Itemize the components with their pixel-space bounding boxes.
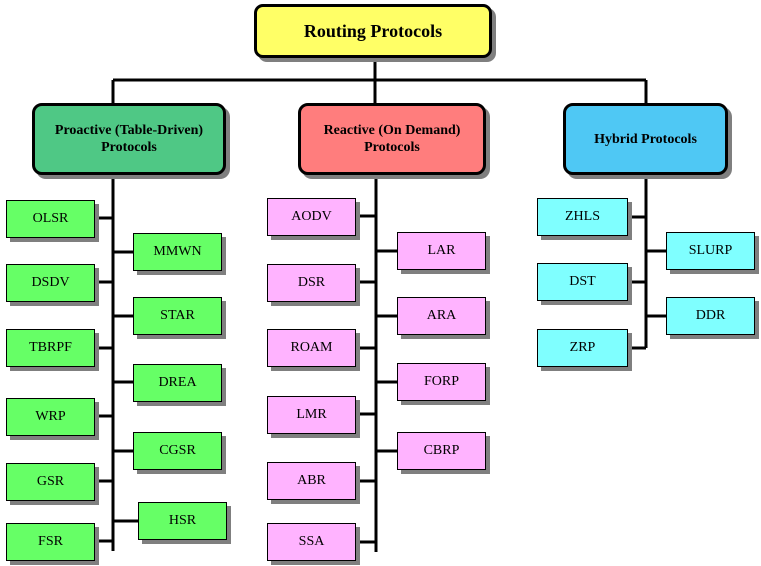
category-reactive[interactable]: Reactive (On Demand) Protocols	[298, 103, 486, 175]
protocol-hsr[interactable]: HSR	[138, 502, 227, 540]
protocol-dsr[interactable]: DSR	[267, 264, 356, 302]
protocol-aodv[interactable]: AODV	[267, 198, 356, 236]
protocol-dst[interactable]: DST	[537, 263, 628, 301]
protocol-abr[interactable]: ABR	[267, 462, 356, 500]
protocol-fsr[interactable]: FSR	[6, 523, 95, 561]
protocol-star[interactable]: STAR	[133, 297, 222, 335]
protocol-drea[interactable]: DREA	[133, 364, 222, 402]
root-node-routing-protocols[interactable]: Routing Protocols	[254, 4, 492, 58]
protocol-zhls[interactable]: ZHLS	[537, 198, 628, 236]
protocol-gsr[interactable]: GSR	[6, 463, 95, 501]
protocol-cgsr[interactable]: CGSR	[133, 432, 222, 470]
protocol-lar[interactable]: LAR	[397, 232, 486, 270]
protocol-roam[interactable]: ROAM	[267, 329, 356, 367]
category-proactive[interactable]: Proactive (Table-Driven) Protocols	[32, 103, 226, 175]
protocol-cbrp[interactable]: CBRP	[397, 432, 486, 470]
protocol-slurp[interactable]: SLURP	[666, 232, 755, 270]
protocol-ssa[interactable]: SSA	[267, 523, 356, 561]
protocol-tbrpf[interactable]: TBRPF	[6, 329, 95, 367]
protocol-wrp[interactable]: WRP	[6, 398, 95, 436]
protocol-ara[interactable]: ARA	[397, 297, 486, 335]
protocol-ddr[interactable]: DDR	[666, 297, 755, 335]
protocol-mmwn[interactable]: MMWN	[133, 233, 222, 271]
protocol-olsr[interactable]: OLSR	[6, 200, 95, 238]
protocol-zrp[interactable]: ZRP	[537, 329, 628, 367]
protocol-dsdv[interactable]: DSDV	[6, 264, 95, 302]
protocol-lmr[interactable]: LMR	[267, 396, 356, 434]
protocol-forp[interactable]: FORP	[397, 363, 486, 401]
category-hybrid[interactable]: Hybrid Protocols	[563, 103, 728, 175]
